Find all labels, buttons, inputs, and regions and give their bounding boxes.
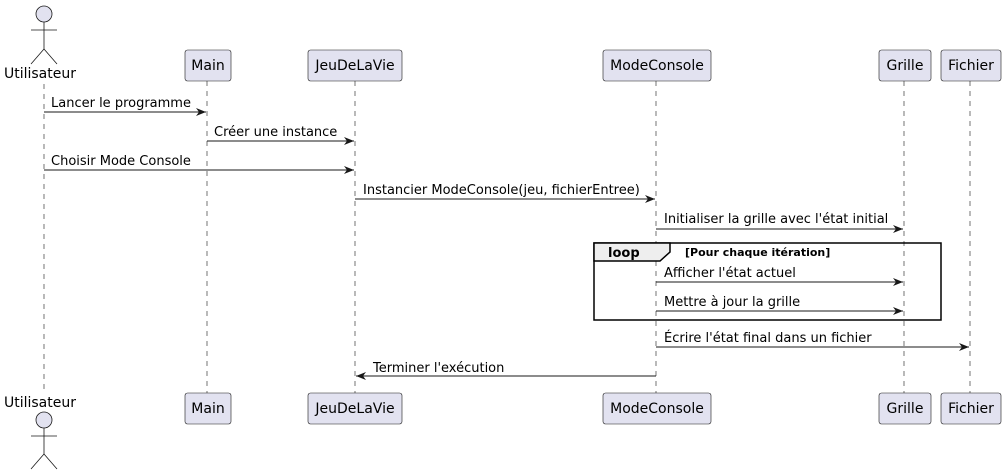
loop-header-tab — [593, 242, 671, 262]
message: Créer une instance — [207, 125, 354, 145]
participant-main-top: Main — [184, 49, 232, 82]
loop-fragment: loop [Pour chaque itération] — [593, 242, 942, 321]
participant-console-top: ModeConsole — [602, 49, 712, 82]
participant-fichier-bottom: Fichier — [940, 392, 1002, 425]
actor-label: Utilisateur — [4, 395, 76, 411]
message: Instancier ModeConsole(jeu, fichierEntre… — [355, 183, 655, 203]
participant-fichier-top: Fichier — [940, 49, 1002, 82]
message-label: Écrire l'état final dans un fichier — [664, 330, 872, 346]
message-label: Choisir Mode Console — [51, 154, 191, 169]
participant-label: Grille — [887, 401, 924, 417]
message: Afficher l'état actuel — [656, 266, 903, 286]
participant-jeu-top: JeuDeLaVie — [307, 49, 403, 82]
loop-frame — [593, 242, 942, 321]
participant-console-bottom: ModeConsole — [602, 392, 712, 425]
message-label: Instancier ModeConsole(jeu, fichierEntre… — [363, 183, 640, 198]
actor-leg-right — [43, 48, 58, 65]
participant-box — [878, 392, 932, 425]
participant-grille-bottom: Grille — [878, 392, 932, 425]
lifelines — [43, 81, 971, 394]
message-label: Terminer l'exécution — [372, 361, 504, 376]
messages: Lancer le programme Créer une instance C… — [44, 96, 969, 380]
message-label: Afficher l'état actuel — [664, 266, 796, 281]
actor-utilisateur-top: Utilisateur — [4, 5, 76, 82]
participant-label: Main — [191, 401, 224, 417]
actor-leg-left — [30, 48, 45, 65]
message-label: Lancer le programme — [51, 96, 191, 111]
participant-box — [184, 392, 232, 425]
message: Mettre à jour la grille — [656, 295, 903, 315]
actor-label: Utilisateur — [4, 66, 76, 82]
message-label: Mettre à jour la grille — [664, 295, 800, 310]
participant-jeu-bottom: JeuDeLaVie — [307, 392, 403, 425]
message: Écrire l'état final dans un fichier — [656, 330, 969, 351]
message: Choisir Mode Console — [44, 154, 354, 174]
participant-box — [940, 392, 1002, 425]
participant-box — [940, 49, 1002, 82]
participant-box — [184, 49, 232, 82]
participant-label: Fichier — [948, 58, 994, 74]
message-label: Initialiser la grille avec l'état initia… — [664, 212, 888, 227]
participant-label: ModeConsole — [610, 401, 704, 417]
loop-keyword: loop — [608, 246, 640, 261]
participant-label: JeuDeLaVie — [314, 401, 394, 417]
participants-top: Utilisateur Main JeuDeLaVie ModeConsole … — [4, 5, 1002, 82]
actor-leg-right — [43, 453, 58, 470]
participant-label: ModeConsole — [610, 58, 704, 74]
participant-box — [307, 392, 403, 425]
participant-grille-top: Grille — [878, 49, 932, 82]
participant-label: JeuDeLaVie — [314, 58, 394, 74]
participant-label: Grille — [887, 58, 924, 74]
message: Terminer l'exécution — [356, 361, 656, 380]
participant-box — [602, 49, 712, 82]
loop-guard: [Pour chaque itération] — [685, 246, 830, 259]
participant-box — [602, 392, 712, 425]
participants-bottom: Utilisateur Main JeuDeLaVie ModeConsole … — [4, 392, 1002, 470]
actor-head — [35, 5, 53, 23]
message: Lancer le programme — [44, 96, 206, 116]
actor-leg-left — [30, 453, 45, 470]
actor-head — [35, 411, 53, 429]
message-label: Créer une instance — [214, 125, 337, 140]
participant-label: Main — [191, 58, 224, 74]
participant-main-bottom: Main — [184, 392, 232, 425]
participant-box — [878, 49, 932, 82]
message: Initialiser la grille avec l'état initia… — [656, 212, 903, 233]
participant-box — [307, 49, 403, 82]
actor-utilisateur-bottom: Utilisateur — [4, 395, 76, 470]
participant-label: Fichier — [948, 401, 994, 417]
